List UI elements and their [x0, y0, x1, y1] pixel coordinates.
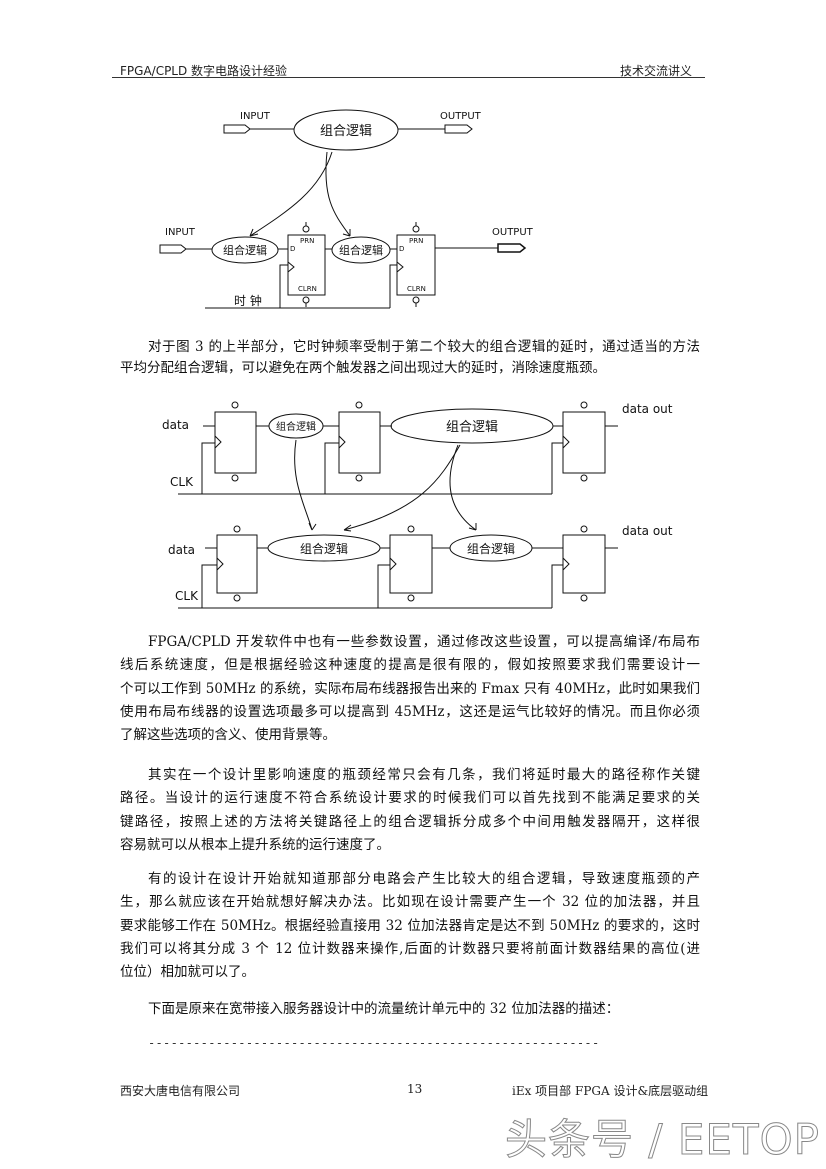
paragraph-line: 路径。当设计的运行速度不符合系统设计要求的时候我们可以首先找到不能满足要求的关 [120, 790, 700, 807]
paragraph-line: 使用布局布线器的设置选项最多可以提高到 45MHz，这还是运气比较好的情况。而且… [120, 703, 700, 720]
footer-company: 西安大唐电信有限公司 [120, 1084, 241, 1098]
input-label: INPUT [165, 227, 196, 238]
logic-label: 组合逻辑 [339, 243, 383, 257]
arrow [249, 151, 333, 237]
footer-group: iEx 项目部 FPGA 设计&底层驱动组 [512, 1084, 709, 1098]
logic-label: 组合逻辑 [300, 541, 348, 556]
paragraph-line: 有的设计在设计开始就知道那部分电路会产生比较大的组合逻辑，导致速度瓶颈的产 [148, 871, 700, 887]
data-out-label: data out [622, 402, 673, 416]
logic-label: 组合逻辑 [223, 243, 267, 257]
flip-flop [389, 525, 433, 602]
figure-1: INPUT 组合逻辑 OUTPUT INPUT 组合逻辑 PRN CLRN D … [159, 109, 534, 309]
paragraph-line: 我们可以将其分成 3 个 12 位计数器来操作,后面的计数器只要将前面计数器结果… [120, 940, 700, 957]
logic-label: 组合逻辑 [446, 420, 498, 435]
figure-2: data 组合逻辑 组合逻辑 data out CLK data 组合逻辑 组合… [162, 401, 673, 609]
clk-label: CLK [170, 475, 194, 489]
clk-label: CLK [175, 589, 199, 603]
paragraph-line: 容易就可以从根本上提升系统的运行速度了。 [120, 836, 390, 853]
paragraph-line: 平均分配组合逻辑，可以避免在两个触发器之间出现过大的延时，消除速度瓶颈。 [120, 360, 606, 376]
input-port [223, 124, 251, 134]
clock-line [205, 264, 397, 309]
paragraph-line: 键路径，按照上述的方法将关键路径上的组合逻辑拆分成多个中间用触发器隔开，这样很 [120, 813, 700, 830]
flip-flop-1: PRN CLRN D [287, 222, 326, 307]
header-title: FPGA/CPLD 数字电路设计经验 [120, 64, 288, 78]
flip-flop [338, 401, 381, 482]
paragraph-line: 其实在一个设计里影响速度的瓶颈经常只会有几条，我们将延时最大的路径称作关键 [148, 767, 700, 783]
svg-text:D: D [290, 245, 295, 253]
logic-label: 组合逻辑 [320, 124, 372, 139]
paragraph-line: FPGA/CPLD 开发软件中也有一些参数设置，通过修改这些设置，可以提高编译/… [148, 634, 700, 650]
output-label: OUTPUT [440, 111, 482, 122]
data-label: data [168, 543, 195, 557]
svg-text:CLRN: CLRN [407, 285, 426, 293]
input-label: INPUT [240, 111, 271, 122]
paragraph-line: 位位）相加就可以了。 [120, 964, 255, 981]
separator: ----------------------------------------… [148, 1036, 600, 1050]
output-port [444, 124, 473, 134]
paragraph-line: 对于图 3 的上半部分，它时钟频率受制于第二个较大的组合逻辑的延时，通过适当的方… [148, 339, 700, 355]
arrow [325, 151, 351, 237]
logic-label: 组合逻辑 [467, 541, 515, 556]
flip-flop [214, 401, 257, 482]
svg-text:CLRN: CLRN [298, 285, 317, 293]
paragraph-line: 个可以工作到 50MHz 的系统，实际布局布线器报告出来的 Fmax 只有 40… [120, 680, 700, 697]
data-label: data [162, 418, 189, 432]
page-number: 13 [407, 1082, 423, 1096]
watermark: 头条号 / EETOP [505, 1115, 820, 1165]
header-rule [112, 77, 705, 78]
paragraph-line: 生，那么就应该在开始就想好解决办法。比如现在设计需要产生一个 32 位的加法器，… [120, 894, 700, 911]
logic-label: 组合逻辑 [276, 420, 316, 433]
paragraph-line: 了解这些选项的含义、使用背景等。 [120, 727, 336, 744]
paragraph-line: 下面是原来在宽带接入服务器设计中的流量统计单元中的 32 位加法器的描述： [148, 1001, 620, 1017]
data-out-label: data out [622, 524, 673, 538]
svg-text:PRN: PRN [409, 237, 423, 245]
svg-text:PRN: PRN [300, 237, 314, 245]
flip-flop-2: PRN CLRN D [396, 222, 436, 307]
svg-text:D: D [399, 245, 404, 253]
paragraph-line: 要求能够工作在 50MHz。根据经验直接用 32 位加法器肯定是达不到 50MH… [120, 917, 700, 934]
paragraph-line: 线后系统速度，但是根据经验这种速度的提高是很有限的，假如按照要求我们需要设计一 [120, 657, 700, 674]
clock-label: 时 钟 [234, 293, 262, 308]
output-label: OUTPUT [492, 227, 534, 238]
flip-flop [216, 525, 258, 602]
flip-flop [562, 525, 606, 602]
header-right: 技术交流讲义 [620, 64, 693, 78]
logic-ellipse [293, 109, 399, 151]
flip-flop [562, 401, 606, 482]
